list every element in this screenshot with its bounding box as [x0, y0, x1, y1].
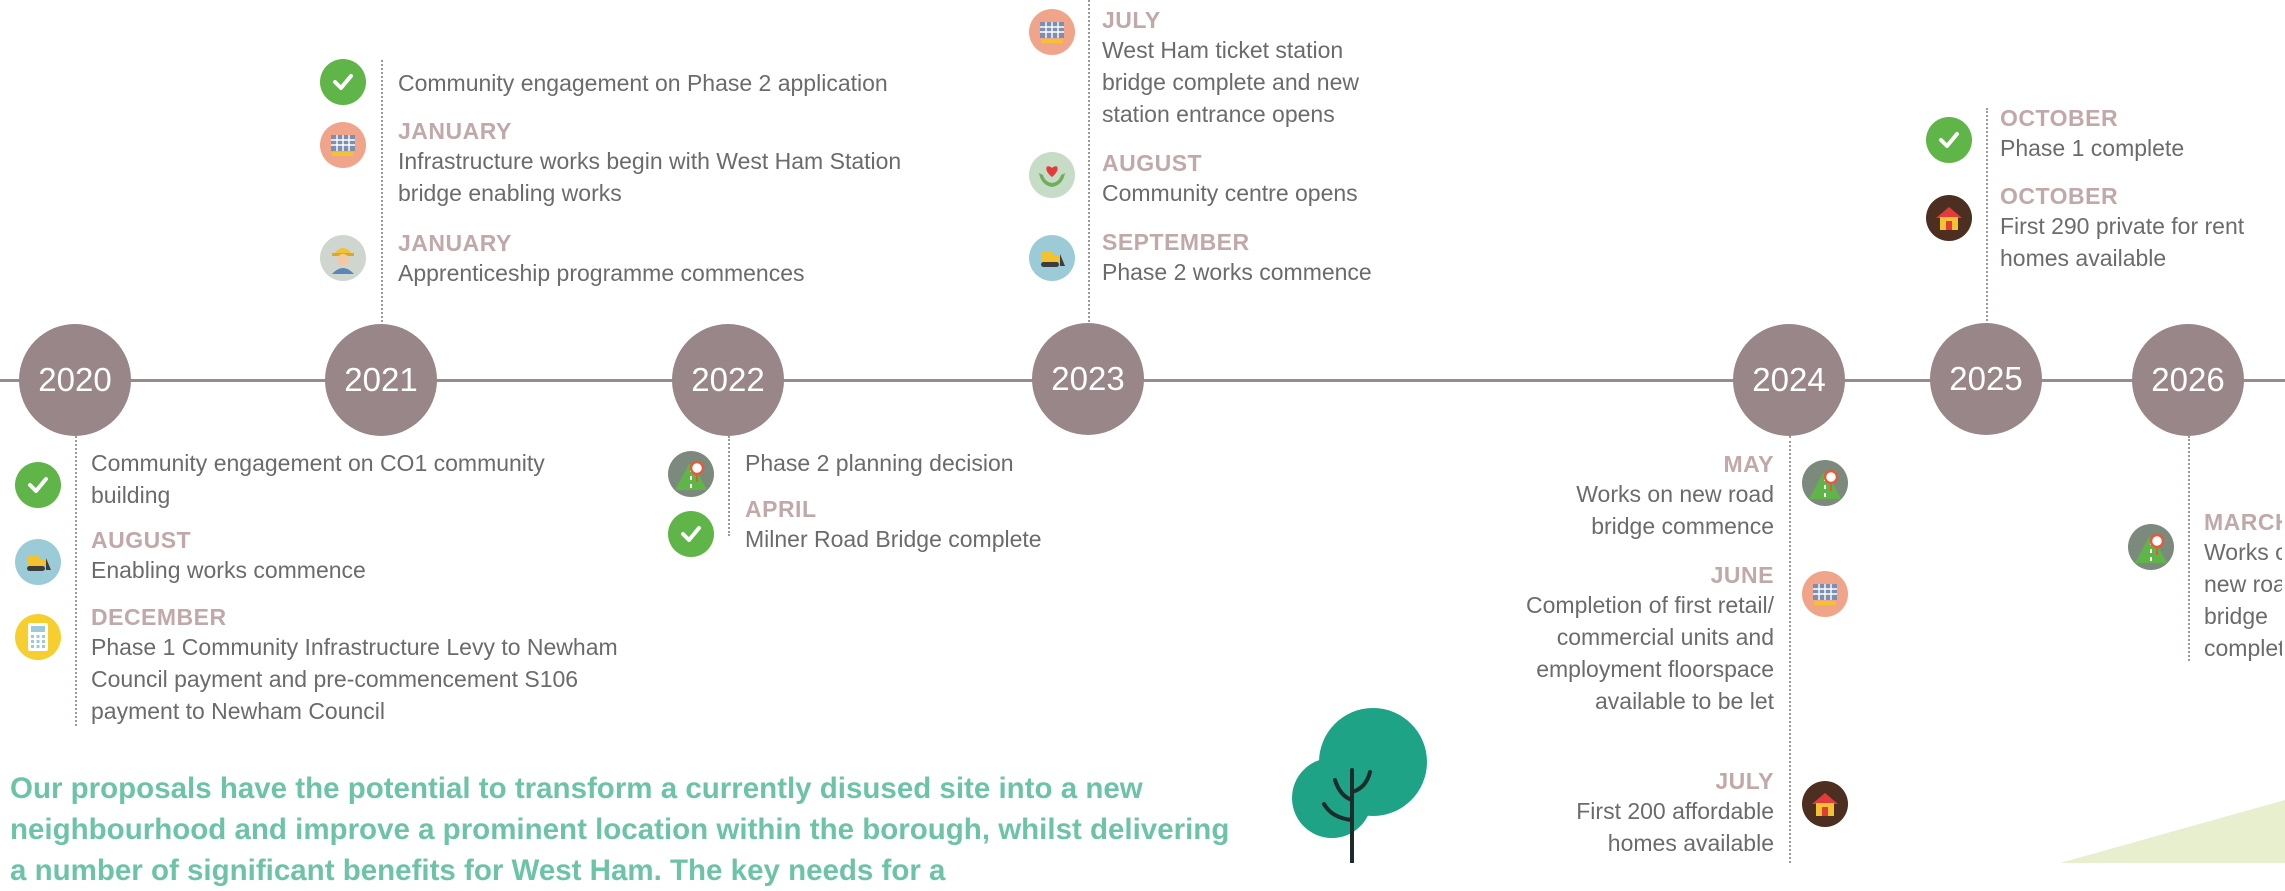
event-text: Infrastructure works begin with West Ham…	[398, 148, 902, 206]
event-month: OCTOBER	[2000, 183, 2119, 209]
house-icon	[1926, 195, 1972, 241]
road-icon	[2128, 524, 2174, 570]
event-2023-phase2: SEPTEMBER Phase 2 works commence	[1102, 228, 1662, 288]
event-text: Community engagement on CO1 community bu…	[91, 450, 545, 508]
event-month: MARCH	[2204, 509, 2282, 535]
connector-2020	[75, 436, 77, 726]
event-month: SEPTEMBER	[1102, 229, 1250, 255]
year-2024: 2024	[1733, 324, 1845, 436]
event-2023-westham: JULY West Ham ticket station bridge comp…	[1102, 6, 1402, 130]
event-text: First 200 affordable homes available	[1576, 798, 1774, 856]
event-text: Works on new road bridge complete	[2204, 539, 2282, 661]
check-icon	[1926, 117, 1972, 163]
heart-hands-icon	[1029, 152, 1075, 198]
event-2021-infrastructure: JANUARY Infrastructure works begin with …	[398, 117, 958, 209]
event-text: Phase 1 Community Infrastructure Levy to…	[91, 634, 618, 724]
construction-icon	[320, 122, 366, 168]
event-month: APRIL	[745, 496, 817, 522]
event-2021-engagement: Community engagement on Phase 2 applicat…	[398, 67, 1018, 99]
decorative-corner-shape	[2060, 800, 2285, 863]
year-2020: 2020	[19, 324, 131, 436]
event-2026-roadbridge: MARCH Works on new road bridge complete	[2204, 508, 2282, 664]
worker-icon	[320, 235, 366, 281]
event-text: West Ham ticket station bridge complete …	[1102, 37, 1359, 127]
bulldozer-icon	[15, 539, 61, 585]
tree-illustration	[1292, 708, 1427, 863]
construction-icon	[1029, 9, 1075, 55]
event-text: Phase 2 planning decision	[745, 450, 1014, 476]
event-text: Apprenticeship programme commences	[398, 260, 805, 286]
year-2025: 2025	[1930, 323, 2042, 435]
connector-2021	[381, 60, 383, 326]
connector-2026	[2188, 436, 2190, 661]
connector-2022	[728, 436, 730, 536]
event-text: Works on new road bridge commence	[1576, 481, 1774, 539]
event-2022-milner: APRIL Milner Road Bridge complete	[745, 495, 1305, 555]
connector-2024	[1789, 436, 1791, 863]
event-month: AUGUST	[91, 527, 192, 553]
year-2023: 2023	[1032, 323, 1144, 435]
event-text: Community centre opens	[1102, 180, 1358, 206]
event-month: JUNE	[1710, 562, 1774, 588]
event-2024-retail: JUNE Completion of first retail/ commerc…	[1524, 561, 1774, 717]
event-2025-phase1: OCTOBER Phase 1 complete	[2000, 104, 2260, 164]
check-icon	[320, 59, 366, 105]
event-month: DECEMBER	[91, 604, 227, 630]
event-month: JANUARY	[398, 230, 512, 256]
construction-icon	[1802, 571, 1848, 617]
event-2024-affordable: JULY First 200 affordable homes availabl…	[1544, 767, 1774, 859]
event-text: First 290 private for rent homes availab…	[2000, 213, 2245, 271]
event-month: JULY	[1102, 7, 1161, 33]
check-icon	[668, 511, 714, 557]
road-icon	[668, 451, 714, 497]
year-2022: 2022	[672, 324, 784, 436]
event-text: Enabling works commence	[91, 557, 366, 583]
bulldozer-icon	[1029, 235, 1075, 281]
event-month: OCTOBER	[2000, 105, 2119, 131]
connector-2025	[1986, 108, 1988, 325]
event-2022-planning: Phase 2 planning decision	[745, 447, 1305, 479]
event-2025-private: OCTOBER First 290 private for rent homes…	[2000, 182, 2270, 274]
event-text: Milner Road Bridge complete	[745, 526, 1042, 552]
event-month: MAY	[1723, 451, 1774, 477]
event-2020-cil: DECEMBER Phase 1 Community Infrastructur…	[91, 603, 666, 727]
event-text: Phase 1 complete	[2000, 135, 2185, 161]
check-icon	[15, 462, 61, 508]
calculator-icon	[15, 614, 61, 660]
event-2020-enabling: AUGUST Enabling works commence	[91, 526, 651, 586]
connector-2023	[1088, 0, 1090, 326]
event-text: Community engagement on Phase 2 applicat…	[398, 70, 888, 96]
event-2023-community: AUGUST Community centre opens	[1102, 149, 1662, 209]
event-text: Phase 2 works commence	[1102, 259, 1372, 285]
event-month: JULY	[1715, 768, 1774, 794]
year-2021: 2021	[325, 324, 437, 436]
event-month: AUGUST	[1102, 150, 1203, 176]
event-2021-apprenticeship: JANUARY Apprenticeship programme commenc…	[398, 229, 958, 289]
year-2026: 2026	[2132, 324, 2244, 436]
event-2024-roadbridge: MAY Works on new road bridge commence	[1544, 450, 1774, 542]
road-icon	[1802, 460, 1848, 506]
house-icon	[1802, 781, 1848, 827]
event-text: Completion of first retail/ commercial u…	[1526, 592, 1774, 714]
event-month: JANUARY	[398, 118, 512, 144]
intro-paragraph: Our proposals have the potential to tran…	[10, 772, 1230, 887]
event-2020-engagement: Community engagement on CO1 community bu…	[91, 447, 611, 511]
